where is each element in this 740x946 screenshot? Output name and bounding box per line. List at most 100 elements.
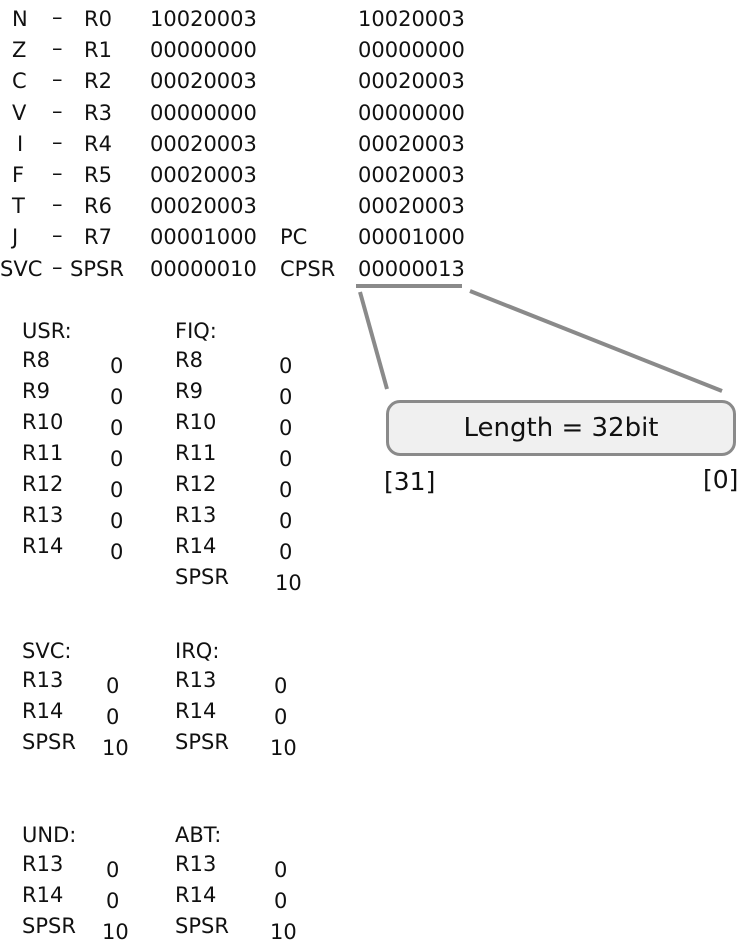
usr-register-name: R9 — [22, 379, 50, 403]
flag-letter: V — [12, 101, 27, 125]
und-register-value: 0 — [106, 889, 120, 913]
svc-register-value: 0 — [106, 674, 120, 698]
irq-register-name: SPSR — [175, 730, 229, 754]
abt-register-value: 0 — [274, 889, 288, 913]
fiq-register-value: 0 — [279, 509, 293, 533]
register-value: 00020003 — [150, 194, 257, 218]
flag-separator: – — [52, 192, 63, 216]
fiq-register-value: 0 — [279, 385, 293, 409]
flag-letter: T — [12, 194, 25, 218]
bit-lsb-label: [0] — [703, 465, 739, 494]
svc-register-name: R13 — [22, 668, 64, 692]
usr-bank-title: USR: — [22, 319, 72, 343]
register-name: R3 — [84, 101, 112, 125]
fiq-register-value: 0 — [279, 447, 293, 471]
register-value-right: 00020003 — [358, 163, 465, 187]
register-value: 00000010 — [150, 257, 257, 281]
fiq-register-name: R10 — [175, 410, 217, 434]
register-name: R0 — [84, 7, 112, 31]
usr-register-value: 0 — [110, 540, 124, 564]
irq-register-value: 0 — [274, 705, 288, 729]
length-callout: Length = 32bit — [386, 400, 736, 456]
fiq-bank-title: FIQ: — [175, 319, 217, 343]
register-name: R4 — [84, 132, 112, 156]
special-register-name: CPSR — [280, 257, 336, 281]
flag-separator: – — [52, 67, 63, 91]
abt-register-name: SPSR — [175, 914, 229, 938]
usr-register-value: 0 — [110, 416, 124, 440]
register-name: R5 — [84, 163, 112, 187]
usr-register-name: R8 — [22, 348, 50, 372]
usr-register-value: 0 — [110, 478, 124, 502]
length-label: Length = 32bit — [463, 413, 659, 443]
fiq-register-name: R14 — [175, 534, 217, 558]
register-value-right: 00000000 — [358, 38, 465, 62]
register-value-right: 00000000 — [358, 101, 465, 125]
register-value: 00020003 — [150, 69, 257, 93]
register-value: 00020003 — [150, 163, 257, 187]
irq-register-value: 0 — [274, 674, 288, 698]
register-name: R2 — [84, 69, 112, 93]
flag-separator: – — [52, 255, 63, 279]
irq-register-name: R14 — [175, 699, 217, 723]
irq-register-name: R13 — [175, 668, 217, 692]
und-register-name: SPSR — [22, 914, 76, 938]
svc-bank-title: SVC: — [22, 639, 72, 663]
und-bank-title: UND: — [22, 823, 77, 847]
und-register-value: 0 — [106, 858, 120, 882]
abt-register-value: 10 — [270, 920, 297, 944]
usr-register-name: R12 — [22, 472, 64, 496]
flag-separator: – — [52, 223, 63, 247]
abt-bank-title: ABT: — [175, 823, 222, 847]
usr-register-name: R10 — [22, 410, 64, 434]
register-name: R1 — [84, 38, 112, 62]
flag-letter: I — [17, 132, 24, 156]
irq-register-value: 10 — [270, 736, 297, 760]
fiq-register-value: 0 — [279, 540, 293, 564]
flag-letter: N — [12, 7, 28, 31]
fiq-register-value: 0 — [279, 416, 293, 440]
svc-register-name: R14 — [22, 699, 64, 723]
register-value: 00000000 — [150, 38, 257, 62]
register-value: 00001000 — [150, 225, 257, 249]
und-register-name: R13 — [22, 852, 64, 876]
und-register-name: R14 — [22, 883, 64, 907]
flag-separator: – — [52, 161, 63, 185]
fiq-register-value: 0 — [279, 354, 293, 378]
irq-bank-title: IRQ: — [175, 639, 220, 663]
usr-register-name: R14 — [22, 534, 64, 558]
flag-separator: – — [52, 5, 63, 29]
usr-register-value: 0 — [110, 447, 124, 471]
flag-letter: C — [12, 69, 27, 93]
svc-register-value: 0 — [106, 705, 120, 729]
fiq-register-name: R13 — [175, 503, 217, 527]
flag-letter: F — [12, 163, 25, 187]
usr-register-value: 0 — [110, 354, 124, 378]
fiq-register-name: R8 — [175, 348, 203, 372]
register-value-right: 00001000 — [358, 225, 465, 249]
usr-register-name: R11 — [22, 441, 64, 465]
register-value-right: 00000013 — [358, 257, 465, 281]
flag-letter: SVC — [0, 257, 43, 281]
special-register-name: PC — [280, 225, 308, 249]
register-name: R7 — [84, 225, 112, 249]
register-name: SPSR — [70, 257, 124, 281]
fiq-register-name: R12 — [175, 472, 217, 496]
abt-register-name: R13 — [175, 852, 217, 876]
abt-register-name: R14 — [175, 883, 217, 907]
register-name: R6 — [84, 194, 112, 218]
fiq-register-value: 10 — [275, 571, 302, 595]
register-value: 00000000 — [150, 101, 257, 125]
svc-register-value: 10 — [102, 736, 129, 760]
flag-separator: – — [52, 99, 63, 123]
register-value-right: 00020003 — [358, 69, 465, 93]
usr-register-value: 0 — [110, 509, 124, 533]
fiq-register-value: 0 — [279, 478, 293, 502]
abt-register-value: 0 — [274, 858, 288, 882]
register-value-right: 00020003 — [358, 194, 465, 218]
register-value: 10020003 — [150, 7, 257, 31]
flag-separator: – — [52, 130, 63, 154]
register-value-right: 10020003 — [358, 7, 465, 31]
svc-register-name: SPSR — [22, 730, 76, 754]
flag-letter: J — [12, 225, 19, 249]
